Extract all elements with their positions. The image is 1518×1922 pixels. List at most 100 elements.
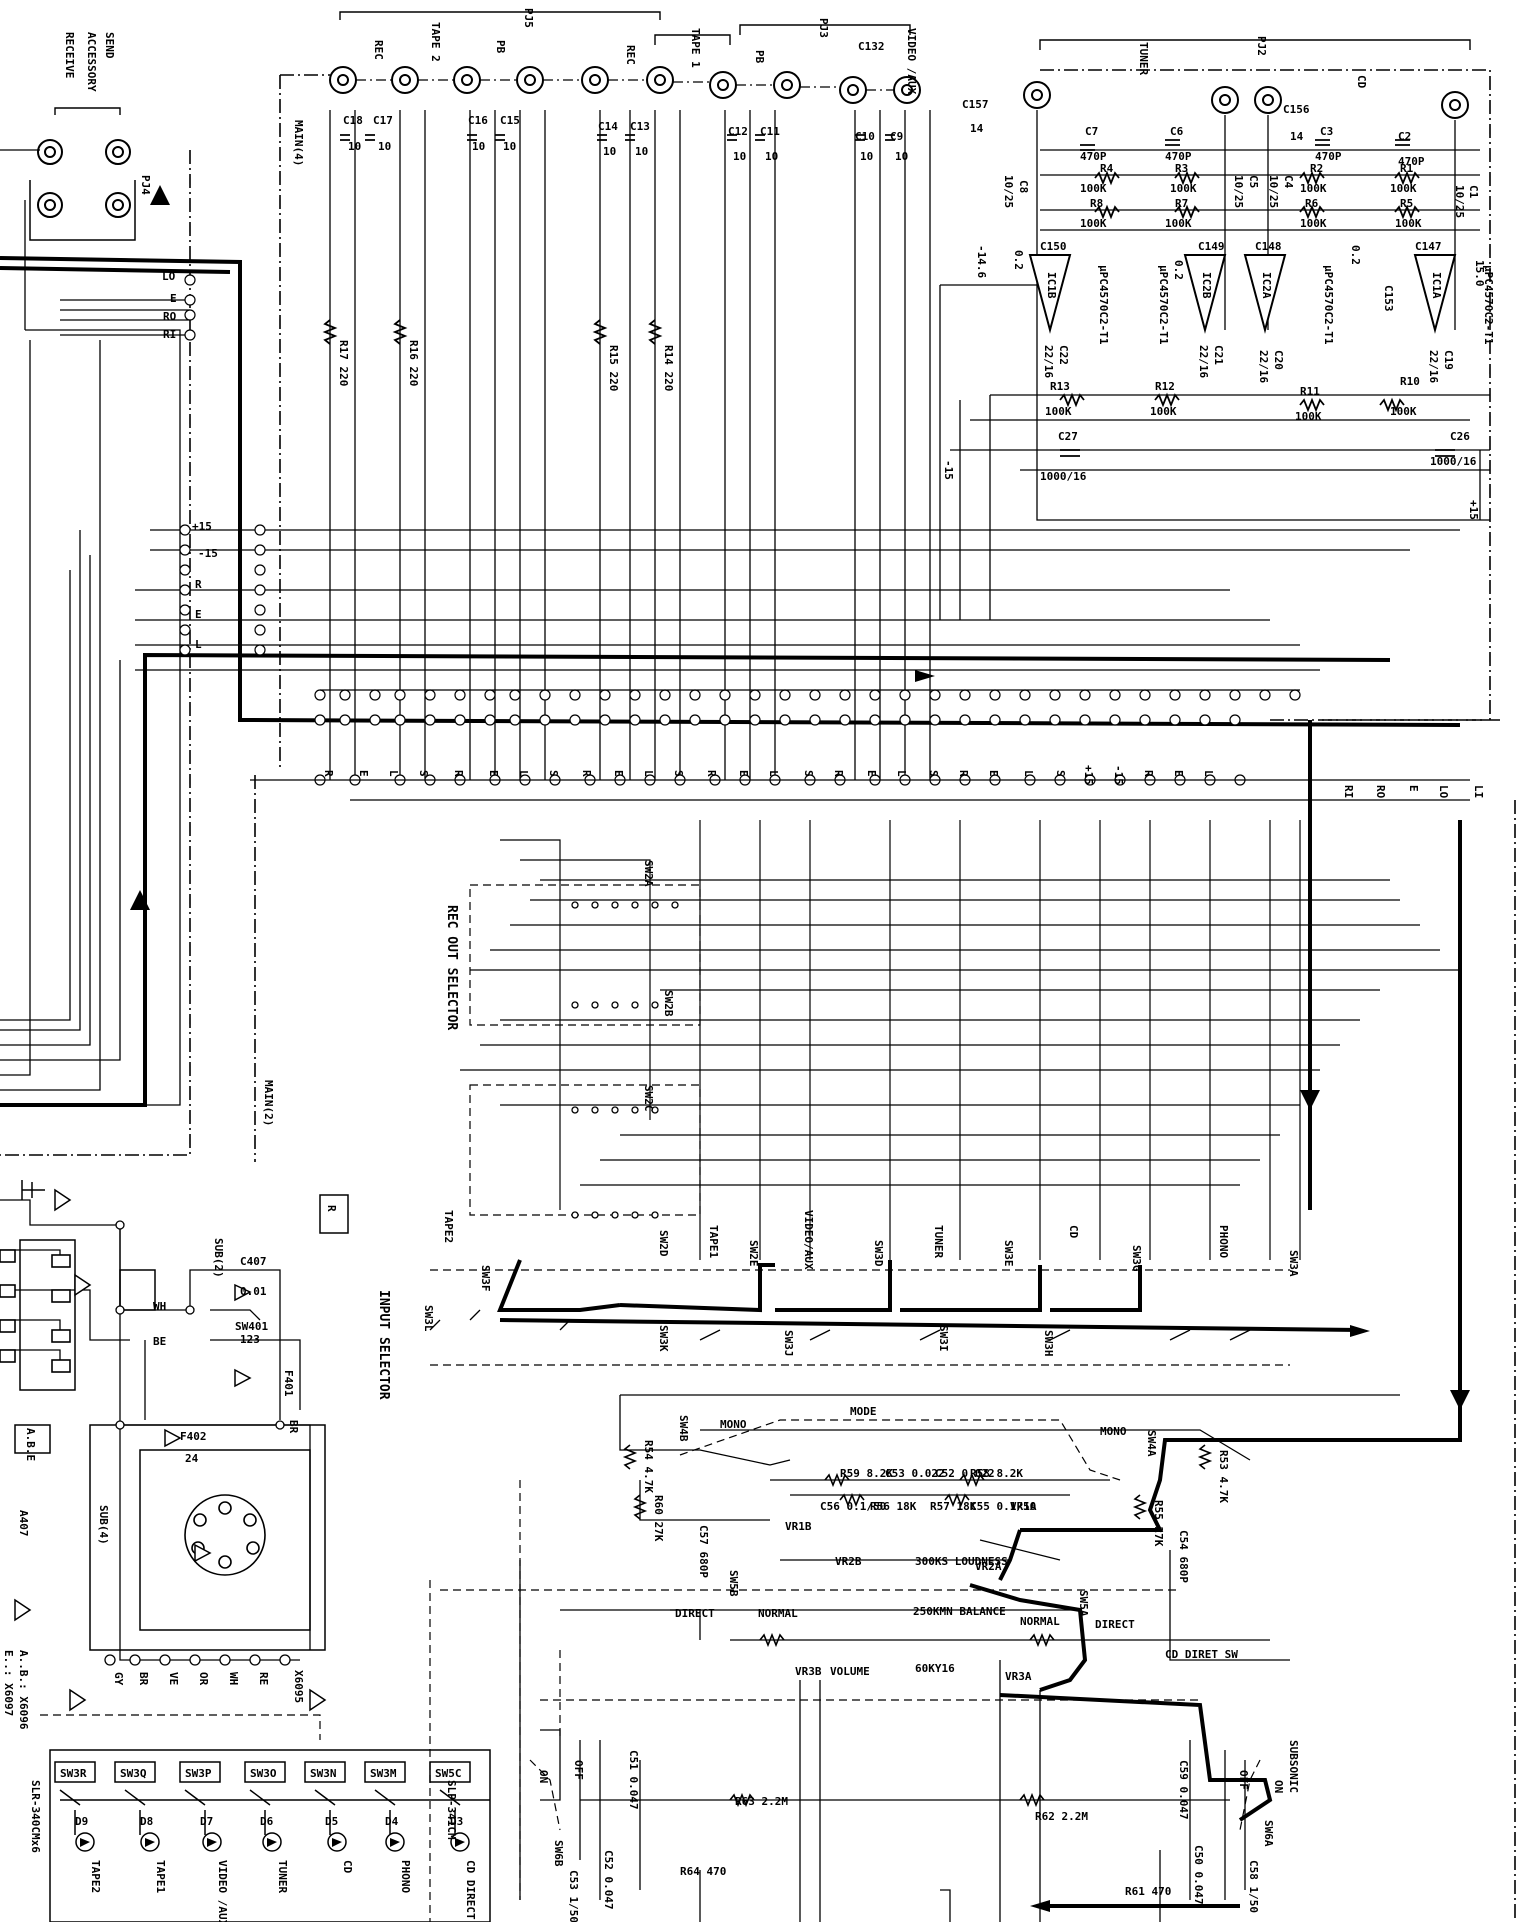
preamp-rotated-labels: IC1B IC2B IC2A IC1A µPC4570C2-T1 µPC4570…: [942, 175, 1495, 520]
sw3n: SW3N: [310, 1767, 337, 1780]
pre-c6: C6: [1170, 125, 1184, 138]
row-16: R: [832, 770, 845, 777]
conn-ro: RO: [163, 310, 177, 323]
tone-vr3a: VR3A: [1005, 1670, 1032, 1683]
sub-off-r: OFF: [1237, 1770, 1250, 1790]
sw3l: SW3L: [422, 1305, 435, 1332]
pre-v02-a: 0.2: [1012, 250, 1025, 270]
tone-vr-val: 60KY16: [915, 1662, 955, 1675]
cap-c12: C12: [728, 125, 748, 138]
pwr-f401: F401: [282, 1370, 295, 1397]
label-pj3: PJ3: [817, 18, 830, 38]
power-section: [0, 1199, 311, 1661]
pre-c1v: 10/25: [1453, 185, 1466, 218]
led-lbl-tuner: TUNER: [276, 1860, 289, 1893]
sw3-tape1: TAPE1: [707, 1225, 720, 1258]
led-d7: D7: [200, 1815, 213, 1828]
tone-r59: R59 8.2K: [840, 1467, 893, 1480]
board-labels: MAIN(4) MAIN(2) SUB(2) SUB(4) R A.B.E: [24, 120, 338, 1545]
sub-r64: R64 470: [680, 1865, 726, 1878]
pre-m146: -14.6: [975, 245, 988, 278]
pre-v02-b: 0.2: [1172, 260, 1185, 280]
pre-c3v: 470P: [1315, 150, 1342, 163]
cap-val: 10: [503, 140, 516, 153]
sw2b: SW2B: [662, 990, 675, 1017]
tone-c57: C57 680P: [697, 1525, 710, 1578]
pre-r2: R2: [1310, 162, 1323, 175]
pwr-x6095: X6095: [292, 1670, 305, 1703]
led-rotated-labels: TAPE2 TAPE1 VIDEO /AUX TUNER CD PHONO CD…: [29, 1780, 477, 1922]
pre-r6: R6: [1305, 197, 1319, 210]
tone-r60: R60 27K: [652, 1495, 665, 1542]
pre-c6v: 470P: [1165, 150, 1192, 163]
pwr-pin-re: RE: [257, 1672, 270, 1685]
ground-symbols: [14, 1188, 327, 1712]
subsonic-section: [540, 1729, 1246, 1922]
pre-r5v: 100K: [1395, 217, 1422, 230]
board-abe: A.B.E: [24, 1428, 37, 1461]
pre-r5: R5: [1400, 197, 1413, 210]
sw3-phono: PHONO: [1217, 1225, 1230, 1258]
row-6: L: [517, 770, 530, 777]
socket: [184, 1494, 266, 1576]
pwr-sw401: SW401: [235, 1320, 268, 1333]
led-symbols: [75, 1832, 470, 1852]
sw5c: SW5C: [435, 1767, 462, 1780]
pre-r8: R8: [1090, 197, 1103, 210]
row-9: E: [612, 770, 625, 777]
pwr-f402: F402: [180, 1430, 207, 1443]
label-tuner: TUNER: [1137, 42, 1150, 75]
label-receive: RECEIVE: [63, 32, 76, 78]
end-lo: LO: [1437, 785, 1450, 799]
pwr-be: BE: [153, 1335, 166, 1348]
led-panel: [49, 1749, 491, 1922]
row-28: L: [1202, 770, 1215, 777]
tone-vr1a: VR1A: [1010, 1500, 1037, 1513]
cap-val: 10: [378, 140, 391, 153]
label-pj4: PJ4: [139, 175, 152, 195]
signal-arrows: [130, 185, 1470, 1912]
sw3h: SW3H: [1042, 1330, 1055, 1357]
pwr-note-e: E..: X6097: [2, 1650, 15, 1716]
left-nodes: [179, 274, 266, 656]
pre-upc-3: µPC4570C2-T1: [1322, 265, 1335, 345]
misc-dashed: [40, 1580, 561, 1922]
label-tape2: TAPE 2: [429, 22, 442, 62]
row-26: R: [1142, 770, 1155, 777]
cap-c18: C18: [343, 114, 363, 127]
tone-direct-l: DIRECT: [675, 1607, 715, 1620]
row-14: L: [767, 770, 780, 777]
res-r17: R17 220: [337, 340, 350, 386]
vertical-resistors: [322, 319, 663, 345]
label-video-aux: VIDEO /AUX: [905, 28, 918, 95]
pre-ic2a: IC2A: [1260, 272, 1273, 299]
power-blocks: [0, 1249, 71, 1373]
led-lbl-phono: PHONO: [399, 1860, 412, 1893]
tone-cd-direct: CD DIRET SW: [1165, 1648, 1238, 1661]
cap-c17: C17: [373, 114, 393, 127]
pre-m15: -15: [942, 460, 955, 480]
selector-grid: [460, 820, 1460, 1260]
row-20: R: [957, 770, 970, 777]
input-cap-labels: C18 C17 C16 C15 C14 C13 C12 C11 C10 C9 1…: [343, 114, 908, 163]
subsonic-rotated-labels: C51 0.047 C59 0.047 C50 0.047 C52 0.047 …: [537, 1740, 1300, 1922]
tone-c53: C53 0.022: [885, 1467, 945, 1480]
pre-r7: R7: [1175, 197, 1188, 210]
preamp-wiring: [939, 110, 1490, 620]
board-main4: MAIN(4): [292, 120, 305, 166]
tone-vr3b: VR3B: [795, 1665, 822, 1678]
sw3r: SW3R: [60, 1767, 87, 1780]
bus-l: L: [195, 638, 202, 651]
tone-mono-l: MONO: [720, 1418, 747, 1431]
pre-p15: +15: [1467, 500, 1480, 520]
cap-val: 10: [733, 150, 746, 163]
label-c156: C156: [1283, 103, 1310, 116]
cap-val: 10: [472, 140, 485, 153]
pwr-a407: A407: [17, 1510, 30, 1537]
row-1: E: [357, 770, 370, 777]
cap-c11: C11: [760, 125, 780, 138]
plug-symbol: [21, 1180, 45, 1200]
led-d6: D6: [260, 1815, 274, 1828]
cap-val: 10: [348, 140, 361, 153]
